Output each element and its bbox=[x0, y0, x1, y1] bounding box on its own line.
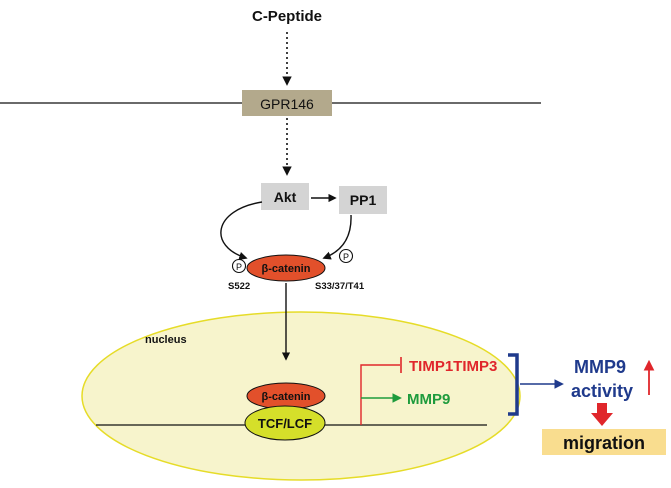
c-peptide-label: C-Peptide bbox=[252, 8, 322, 25]
nucleus-label: nucleus bbox=[145, 334, 187, 346]
svg-text:P: P bbox=[343, 252, 349, 262]
migration-label: migration bbox=[563, 433, 645, 453]
mmp9-gene-label: MMP9 bbox=[407, 391, 450, 408]
mmp9-activity-line1: MMP9 bbox=[574, 357, 626, 377]
down-block-arrow-icon bbox=[591, 403, 613, 426]
beta-catenin-ellipse bbox=[246, 254, 326, 282]
curved-arrow-akt-betacatenin bbox=[220, 201, 263, 260]
bracket bbox=[508, 353, 519, 416]
beta-catenin-label: β-catenin bbox=[262, 263, 311, 275]
akt-label: Akt bbox=[274, 189, 297, 205]
gpr146-box bbox=[242, 90, 332, 116]
svg-text:P: P bbox=[236, 262, 242, 272]
site-s522-label: S522 bbox=[228, 281, 250, 292]
curved-arrow-pp1-betacatenin bbox=[322, 214, 352, 260]
gpr146-label: GPR146 bbox=[260, 96, 314, 112]
migration-box bbox=[542, 429, 666, 455]
pp1-box bbox=[339, 186, 387, 214]
site-s33-label: S33/37/T41 bbox=[315, 281, 365, 292]
akt-box bbox=[261, 183, 309, 210]
tcf-lcf-ellipse bbox=[244, 405, 326, 441]
tcf-lcf-label: TCF/LCF bbox=[258, 416, 312, 431]
phospho-symbol-left: P bbox=[231, 258, 247, 274]
pp1-label: PP1 bbox=[350, 192, 377, 208]
mmp9-activity-line2: activity bbox=[571, 381, 633, 401]
inhibition-line-timp bbox=[360, 364, 400, 425]
phospho-symbol-right: P bbox=[338, 248, 354, 264]
beta-catenin-nuclear-label: β-catenin bbox=[262, 391, 311, 403]
timp-label: TIMP1TIMP3 bbox=[409, 358, 497, 375]
